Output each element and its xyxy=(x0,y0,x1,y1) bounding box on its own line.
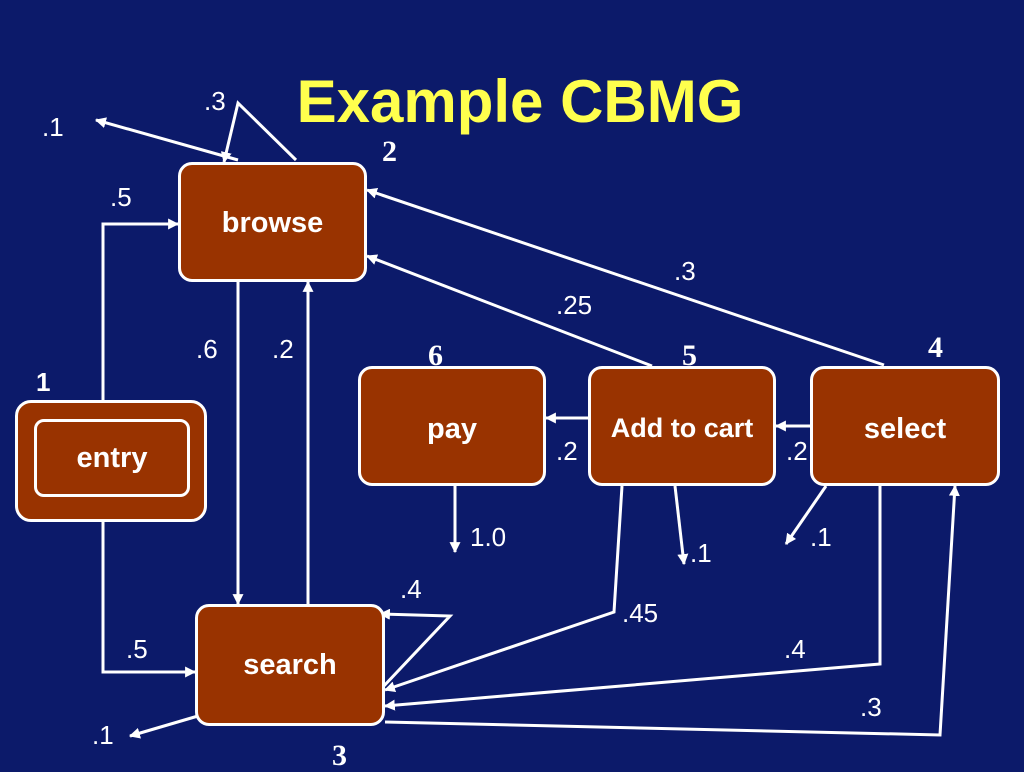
node-number-search: 3 xyxy=(332,739,347,772)
edge-label-cart-browse: .25 xyxy=(556,290,593,320)
edge-cart-exit xyxy=(673,485,689,566)
edge-label-select-search: .4 xyxy=(784,634,806,664)
node-number-browse: 2 xyxy=(382,135,397,168)
page-title: Example CBMG xyxy=(296,68,744,135)
edge-search-exit xyxy=(128,714,199,739)
node-cart-label: Add to cart xyxy=(610,413,754,443)
node-select[interactable]: select xyxy=(810,366,1000,486)
node-number-select: 4 xyxy=(928,331,943,364)
edge-cart-search xyxy=(383,485,624,693)
edge-cart-browse xyxy=(365,254,653,368)
node-entry-inner: entry xyxy=(34,419,190,497)
node-pay[interactable]: pay xyxy=(358,366,546,486)
edge-label-cart-search: .45 xyxy=(622,598,659,628)
edge-search-self xyxy=(378,608,454,690)
node-number-entry: 1 xyxy=(36,367,51,397)
edge-label-entry-search: .5 xyxy=(126,634,148,664)
edge-label-search-browse: .2 xyxy=(272,334,294,364)
node-pay-label: pay xyxy=(427,413,477,445)
node-number-cart: 5 xyxy=(682,339,697,372)
edge-label-select-exit: .1 xyxy=(810,522,832,552)
node-search[interactable]: search xyxy=(195,604,385,726)
node-entry[interactable]: entry xyxy=(15,400,207,522)
edge-label-entry-browse: .5 xyxy=(110,182,132,212)
edge-label-search-exit: .1 xyxy=(92,720,114,750)
node-select-label: select xyxy=(863,413,947,445)
node-browse-label: browse xyxy=(221,207,324,239)
edge-select-exit xyxy=(784,485,828,545)
edge-entry-browse xyxy=(101,218,180,400)
edge-label-browse-exit: .1 xyxy=(42,112,64,142)
node-cart[interactable]: Add to cart xyxy=(588,366,776,486)
edge-label-pay-exit: 1.0 xyxy=(470,522,507,552)
edge-browse-exit xyxy=(94,117,239,162)
edge-select-browse xyxy=(365,187,885,367)
edge-browse-self xyxy=(220,100,298,164)
edge-label-cart-pay: .2 xyxy=(556,436,578,466)
edge-search-select xyxy=(384,484,960,737)
edge-select-search xyxy=(383,486,882,711)
edge-entry-search xyxy=(101,522,197,678)
edge-label-browse-self: .3 xyxy=(204,86,226,116)
edge-label-search-select: .3 xyxy=(860,692,882,722)
edge-label-select-cart: .2 xyxy=(786,436,808,466)
node-entry-label: entry xyxy=(76,441,148,474)
edge-label-search-self: .4 xyxy=(400,574,422,604)
edge-label-cart-exit: .1 xyxy=(690,538,712,568)
edge-label-browse-search: .6 xyxy=(196,334,218,364)
node-browse[interactable]: browse xyxy=(178,162,367,282)
node-number-pay: 6 xyxy=(428,339,443,372)
edge-label-select-browse: .3 xyxy=(674,256,696,286)
node-search-label: search xyxy=(243,648,337,681)
